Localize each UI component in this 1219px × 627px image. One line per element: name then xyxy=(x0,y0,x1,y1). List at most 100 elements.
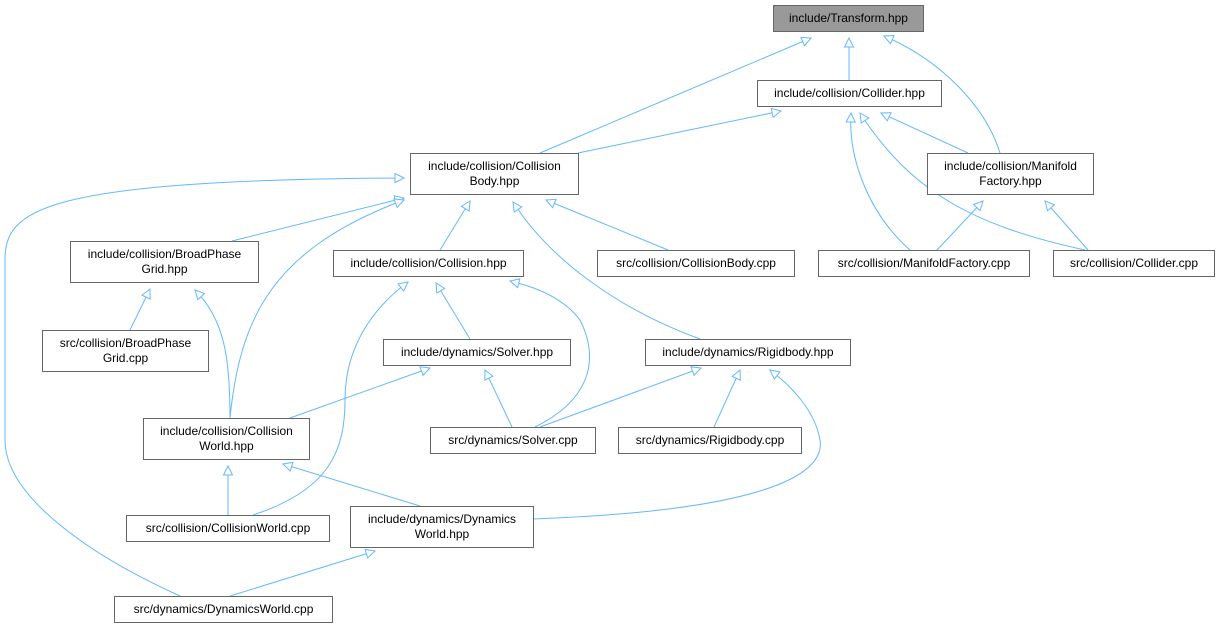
arrowhead-icon xyxy=(770,107,783,119)
node-manifoldfactory-hpp[interactable]: include/collision/ManifoldFactory.hpp xyxy=(927,153,1094,195)
node-label: include/collision/Collision xyxy=(428,159,561,173)
edge-line xyxy=(229,199,405,419)
edge-line xyxy=(194,289,231,419)
edge-dynamicsworld-cpp-to-collisionbody-hpp xyxy=(4,172,406,597)
node-label: World.hpp xyxy=(415,527,470,541)
edge-line xyxy=(539,37,812,154)
edge-line xyxy=(577,110,782,154)
node-dynamicsworld-hpp[interactable]: include/dynamics/DynamicsWorld.hpp xyxy=(350,506,534,548)
edge-dynamicsworld-cpp-to-dynamicsworld-hpp xyxy=(229,548,377,597)
edge-collisionworld-cpp-to-collision-hpp xyxy=(252,281,409,516)
node-box xyxy=(70,241,259,283)
arrowhead-icon xyxy=(435,282,446,294)
edge-rigidbody-hpp-to-collisionbody-hpp xyxy=(512,201,701,340)
edge-dynamicsworld-hpp-to-collisionworld-hpp xyxy=(281,461,421,507)
arrowhead-icon xyxy=(508,278,521,289)
arrowhead-icon xyxy=(845,111,856,123)
edge-line xyxy=(532,369,821,520)
node-box xyxy=(410,153,579,195)
node-collisionbody-cpp[interactable]: src/collision/CollisionBody.cpp xyxy=(597,250,795,277)
edge-line xyxy=(713,369,741,428)
arrowhead-icon xyxy=(419,366,432,377)
arrowhead-icon xyxy=(690,366,703,377)
node-label: World.hpp xyxy=(199,439,254,453)
edges-layer xyxy=(4,35,1089,597)
edge-collider-hpp-to-transform xyxy=(843,36,855,80)
edge-line xyxy=(880,112,969,154)
arrowhead-icon xyxy=(800,36,813,47)
node-collision-hpp[interactable]: include/collision/Collision.hpp xyxy=(333,250,524,277)
arrowhead-icon xyxy=(879,112,892,122)
edge-manifoldfactory-cpp-to-manifoldfactory-hpp xyxy=(936,200,984,251)
node-label: include/collision/BroadPhase xyxy=(88,247,242,261)
nodes-layer: include/Transform.hpp include/collision/C… xyxy=(42,5,1215,623)
node-label: src/collision/Collider.cpp xyxy=(1070,256,1198,270)
edge-line xyxy=(252,281,409,516)
node-box xyxy=(42,330,209,372)
node-label: src/dynamics/Rigidbody.cpp xyxy=(636,433,785,447)
node-label: Grid.cpp xyxy=(103,351,149,365)
edge-manifoldfactory-hpp-to-collider-hpp xyxy=(879,112,969,154)
node-box xyxy=(645,339,851,366)
edge-collisionworld-cpp-to-collisionworld-hpp xyxy=(222,464,234,515)
edge-collisionbody-hpp-to-transform xyxy=(539,36,813,154)
edge-line xyxy=(484,369,513,428)
node-solver-cpp[interactable]: src/dynamics/Solver.cpp xyxy=(430,427,596,454)
node-rigidbody-cpp[interactable]: src/dynamics/Rigidbody.cpp xyxy=(618,427,802,454)
edge-line xyxy=(509,280,591,428)
node-collisionworld-hpp[interactable]: include/collision/CollisionWorld.hpp xyxy=(143,418,310,460)
arrowhead-icon xyxy=(882,35,895,45)
node-manifoldfactory-cpp[interactable]: src/collision/ManifoldFactory.cpp xyxy=(818,250,1030,277)
node-label: src/dynamics/Solver.cpp xyxy=(448,433,578,447)
node-collider-cpp[interactable]: src/collision/Collider.cpp xyxy=(1053,250,1215,277)
edge-line xyxy=(229,550,376,597)
edge-manifoldfactory-cpp-to-collider-hpp xyxy=(845,111,911,251)
node-label: src/collision/CollisionWorld.cpp xyxy=(146,521,311,535)
node-transform[interactable]: include/Transform.hpp xyxy=(773,5,924,32)
arrowhead-icon xyxy=(394,172,406,184)
edge-collider-cpp-to-collider-hpp xyxy=(859,112,1086,251)
node-solver-hpp[interactable]: include/dynamics/Solver.hpp xyxy=(383,339,571,366)
edge-collisionbody-hpp-to-collider-hpp xyxy=(577,107,783,154)
edge-line xyxy=(850,112,911,251)
node-label: src/collision/CollisionBody.cpp xyxy=(616,256,776,270)
edge-solver-cpp-to-solver-hpp xyxy=(484,368,513,428)
node-collisionworld-cpp[interactable]: src/collision/CollisionWorld.cpp xyxy=(126,515,330,542)
node-rigidbody-hpp[interactable]: include/dynamics/Rigidbody.hpp xyxy=(645,339,851,366)
arrowhead-icon xyxy=(972,200,984,212)
node-box xyxy=(333,250,524,277)
edge-collision-hpp-to-collisionbody-hpp xyxy=(439,200,471,251)
node-label: include/dynamics/Dynamics xyxy=(368,512,516,526)
edge-collisionbody-cpp-to-collisionbody-hpp xyxy=(544,198,669,251)
node-label: include/dynamics/Solver.hpp xyxy=(401,345,553,359)
node-box xyxy=(114,596,333,623)
arrowhead-icon xyxy=(393,198,406,209)
arrowhead-icon xyxy=(281,461,294,472)
arrowhead-icon xyxy=(222,464,234,476)
node-box xyxy=(143,418,310,460)
node-label: src/collision/ManifoldFactory.cpp xyxy=(838,256,1011,270)
edge-line xyxy=(936,200,984,251)
node-box xyxy=(383,339,571,366)
edge-line xyxy=(512,201,701,340)
edge-solver-hpp-to-collision-hpp xyxy=(435,282,471,340)
edge-broadphase-hpp-to-collisionbody-hpp xyxy=(231,195,406,242)
node-box xyxy=(757,80,942,107)
node-label: include/Transform.hpp xyxy=(789,11,908,25)
node-dynamicsworld-cpp[interactable]: src/dynamics/DynamicsWorld.cpp xyxy=(114,596,333,623)
edge-collisionworld-hpp-to-solver-hpp xyxy=(289,366,432,419)
node-collider-hpp[interactable]: include/collision/Collider.hpp xyxy=(757,80,942,107)
node-collisionbody-hpp[interactable]: include/collision/CollisionBody.hpp xyxy=(410,153,579,195)
edge-broadphase-cpp-to-broadphase-hpp xyxy=(129,287,151,331)
edge-line xyxy=(435,282,471,340)
node-box xyxy=(927,153,1094,195)
arrowhead-icon xyxy=(364,548,377,559)
node-label: include/collision/Collision xyxy=(160,424,293,438)
node-box xyxy=(597,250,795,277)
node-label: include/collision/Manifold xyxy=(944,159,1077,173)
arrowhead-icon xyxy=(141,287,151,300)
edge-manifoldfactory-hpp-to-transform xyxy=(882,35,1001,154)
arrowhead-icon xyxy=(1044,200,1056,212)
